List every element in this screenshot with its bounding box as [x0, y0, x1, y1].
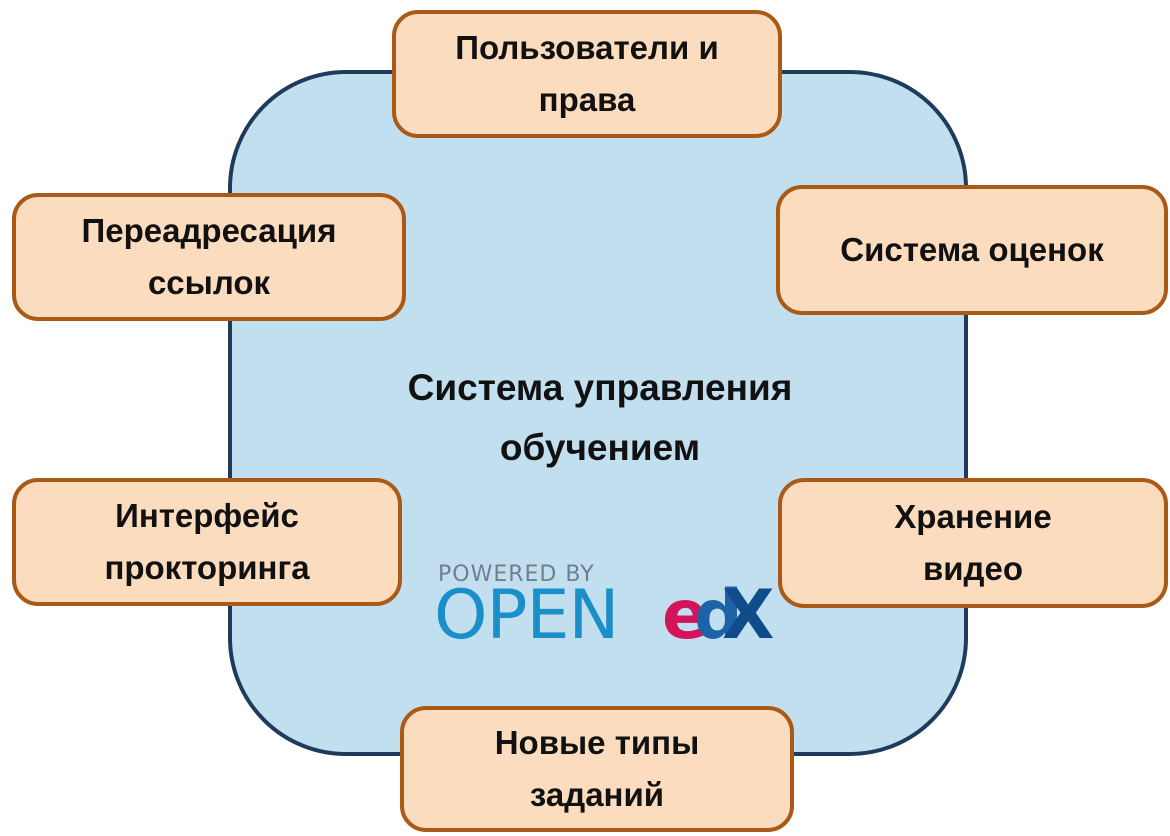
lms-core-box: [228, 70, 968, 756]
lms-core-title: Система управления обучением: [407, 367, 793, 468]
logo-powered-by-text: POWERED BY: [438, 562, 595, 587]
module-grading-system: Система оценок: [776, 185, 1168, 315]
module-proctoring-interface: Интерфейс прокторинга: [12, 478, 402, 606]
logo-x-letter: X: [722, 576, 775, 655]
module-users-and-rights: Пользователи и права: [392, 10, 782, 138]
logo-d-letter: d: [694, 576, 743, 655]
logo-open-text: OPEN: [434, 576, 619, 655]
module-video-storage: Хранение видео: [778, 478, 1168, 608]
module-link-redirect: Переадресация ссылок: [12, 193, 406, 321]
powered-by-openedx-logo: POWERED BY OPEN e d X: [434, 562, 774, 662]
module-new-task-types: Новые типы заданий: [400, 706, 794, 832]
logo-e-letter: e: [662, 576, 709, 655]
